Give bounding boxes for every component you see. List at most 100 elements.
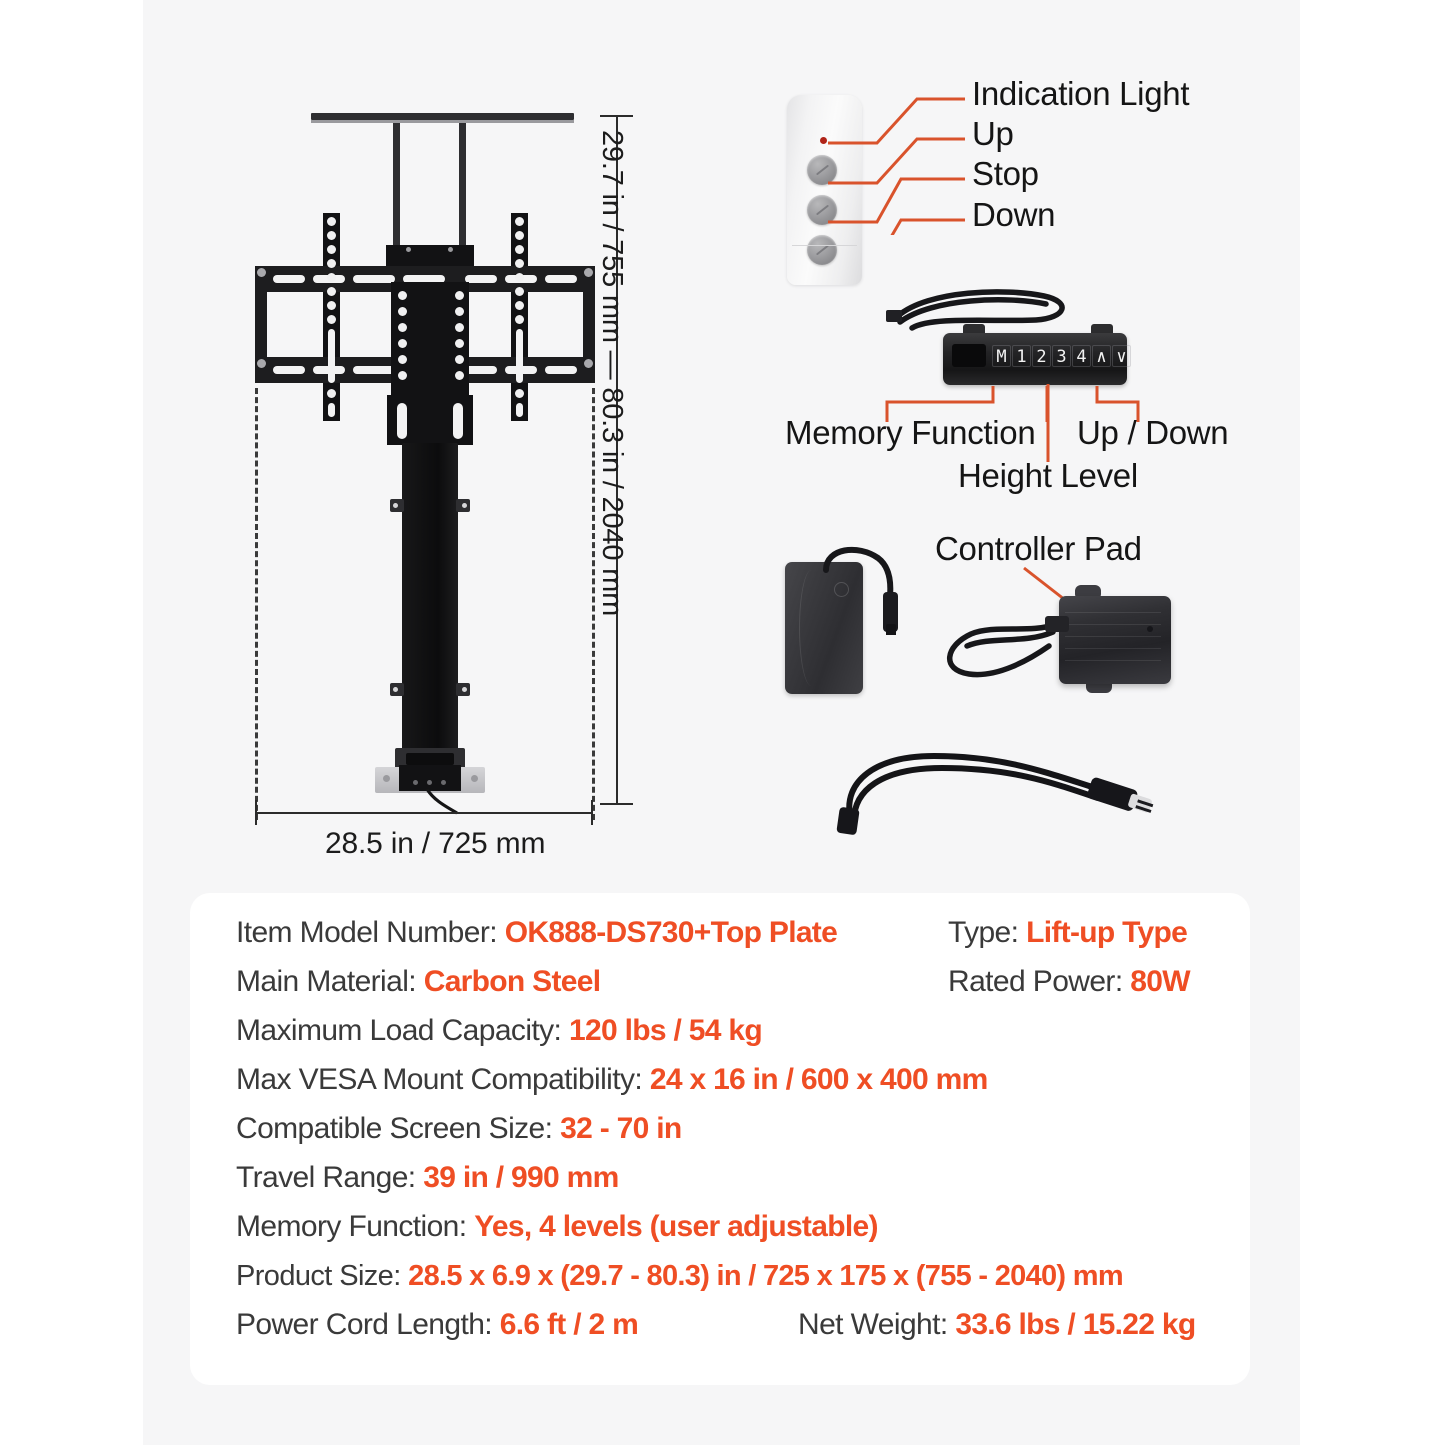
spec-value: Lift-up Type	[1026, 916, 1188, 949]
spec-row: Maximum Load Capacity: 120 lbs / 54 kg	[190, 1007, 1250, 1055]
keypad-key-down[interactable]: ∨	[1112, 345, 1131, 367]
callout-indication-light: Indication Light	[972, 75, 1190, 112]
spec-label: Travel Range:	[236, 1161, 424, 1194]
spec-label: Maximum Load Capacity:	[236, 1014, 570, 1047]
spec-label: Main Material:	[236, 965, 424, 998]
top-plate-post-left	[393, 123, 400, 245]
spec-value: 80W	[1130, 965, 1190, 998]
mount-slot	[465, 275, 497, 283]
spec-label: Rated Power:	[948, 965, 1131, 998]
keypad-key-1[interactable]: 1	[1012, 345, 1031, 367]
dim-horizontal-tick-left	[255, 800, 257, 825]
dim-horizontal-line	[255, 812, 593, 814]
spec-label: Item Model Number:	[236, 916, 505, 949]
dimension-height-label: 29.7 in / 755 mm — 80.3 in / 2040 mm	[596, 130, 628, 617]
control-keypad[interactable]: M 1 2 3 4 ∧ ∨	[943, 333, 1131, 385]
spec-row: Memory Function: Yes, 4 levels (user adj…	[190, 1203, 1250, 1251]
spec-value: 120 lbs / 54 kg	[569, 1014, 763, 1047]
adapter-logo	[834, 582, 849, 597]
remote-up-button[interactable]	[807, 155, 837, 185]
spec-value: OK888-DS730+Top Plate	[504, 916, 838, 949]
controller-indicator	[1147, 626, 1153, 632]
spec-label: Memory Function:	[236, 1210, 475, 1243]
spec-row: Power Cord Length: 6.6 ft / 2 m Net Weig…	[190, 1301, 1250, 1349]
keypad-mount-tab-left	[963, 324, 985, 335]
keypad-key-3[interactable]: 3	[1052, 345, 1071, 367]
vesa-frame-right	[583, 266, 595, 383]
spec-value: Yes, 4 levels (user adjustable)	[474, 1210, 878, 1243]
mount-slot	[403, 275, 445, 283]
top-plate-edge	[311, 120, 574, 123]
spec-label: Net Weight:	[798, 1308, 956, 1341]
power-adapter	[785, 562, 863, 694]
dim-extension-right	[592, 388, 595, 820]
adapter-seam	[799, 570, 824, 686]
spec-row: Item Model Number: OK888-DS730+Top Plate…	[190, 909, 1250, 957]
keypad-key-memory[interactable]: M	[992, 345, 1011, 367]
spec-row: Main Material: Carbon Steel Rated Power:…	[190, 958, 1250, 1006]
keypad-mount-tab-right	[1091, 324, 1113, 335]
callout-height-level: Height Level	[958, 457, 1138, 494]
remote-callout-lines	[828, 97, 965, 235]
spec-label: Power Cord Length:	[236, 1308, 500, 1341]
spec-label: Product Size:	[236, 1260, 409, 1292]
remote-stop-button[interactable]	[807, 195, 837, 225]
indication-light-led	[820, 137, 827, 144]
dimension-width-label: 28.5 in / 725 mm	[325, 827, 546, 860]
keypad-key-2[interactable]: 2	[1032, 345, 1051, 367]
corner-bolt-tr	[584, 268, 593, 277]
corner-bolt-bl	[257, 359, 266, 368]
spec-label: Compatible Screen Size:	[236, 1112, 561, 1145]
spec-row: Travel Range: 39 in / 990 mm	[190, 1154, 1250, 1202]
bracket-bolt-left	[406, 247, 411, 252]
top-plate	[311, 113, 574, 120]
spec-value: 39 in / 990 mm	[423, 1161, 619, 1194]
callout-up-down: Up / Down	[1077, 414, 1229, 451]
base-center-block	[399, 765, 461, 791]
mount-slot	[353, 366, 395, 374]
keypad-key-up[interactable]: ∧	[1092, 345, 1111, 367]
mount-slot	[353, 275, 395, 283]
callout-down: Down	[972, 196, 1056, 233]
lift-column	[402, 443, 458, 753]
spec-value: 32 - 70 in	[560, 1112, 682, 1145]
adapter-dc-cable	[823, 547, 898, 635]
spec-value: Carbon Steel	[423, 965, 601, 998]
dim-vertical-tick-bottom	[600, 803, 633, 805]
dim-vertical-line	[616, 115, 618, 805]
spec-row: Compatible Screen Size: 32 - 70 in	[190, 1105, 1250, 1153]
power-cord	[836, 752, 1154, 835]
corner-bolt-br	[584, 359, 593, 368]
spec-value: 24 x 16 in / 600 x 400 mm	[649, 1063, 988, 1096]
corner-bolt-tl	[257, 268, 266, 277]
height-level-callout-line	[1046, 384, 1050, 462]
controller-pad-box	[1059, 596, 1171, 684]
mount-slot	[545, 366, 577, 374]
specifications-card: Item Model Number: OK888-DS730+Top Plate…	[190, 893, 1250, 1385]
spec-row: Max VESA Mount Compatibility: 24 x 16 in…	[190, 1056, 1250, 1104]
dim-horizontal-tick-right	[591, 800, 593, 825]
dim-extension-left	[255, 388, 258, 820]
spec-value: 33.6 lbs / 15.22 kg	[955, 1308, 1196, 1341]
controller-pad-cable	[947, 616, 1069, 678]
remote-control-illustration	[787, 95, 862, 285]
mount-slot	[465, 366, 497, 374]
motor-label	[406, 753, 454, 765]
keypad-display-window	[952, 344, 986, 367]
spec-value: 28.5 x 6.9 x (29.7 - 80.3) in / 725 x 17…	[408, 1260, 1123, 1292]
mount-slot	[273, 366, 305, 374]
tv-lift-stand-illustration	[243, 95, 633, 835]
bracket-bolt-right	[448, 247, 453, 252]
keypad-key-4[interactable]: 4	[1072, 345, 1091, 367]
callout-memory-function: Memory Function	[785, 414, 1036, 451]
dim-vertical-tick-top	[600, 115, 633, 117]
top-plate-post-right	[459, 123, 466, 245]
remote-down-button[interactable]	[807, 235, 837, 265]
mount-slot	[545, 275, 577, 283]
callout-controller-pad: Controller Pad	[935, 530, 1142, 567]
callout-stop: Stop	[972, 155, 1039, 192]
spec-label: Type:	[948, 916, 1027, 949]
spec-value: 6.6 ft / 2 m	[499, 1308, 639, 1341]
spec-row: Product Size: 28.5 x 6.9 x (29.7 - 80.3)…	[190, 1252, 1250, 1300]
